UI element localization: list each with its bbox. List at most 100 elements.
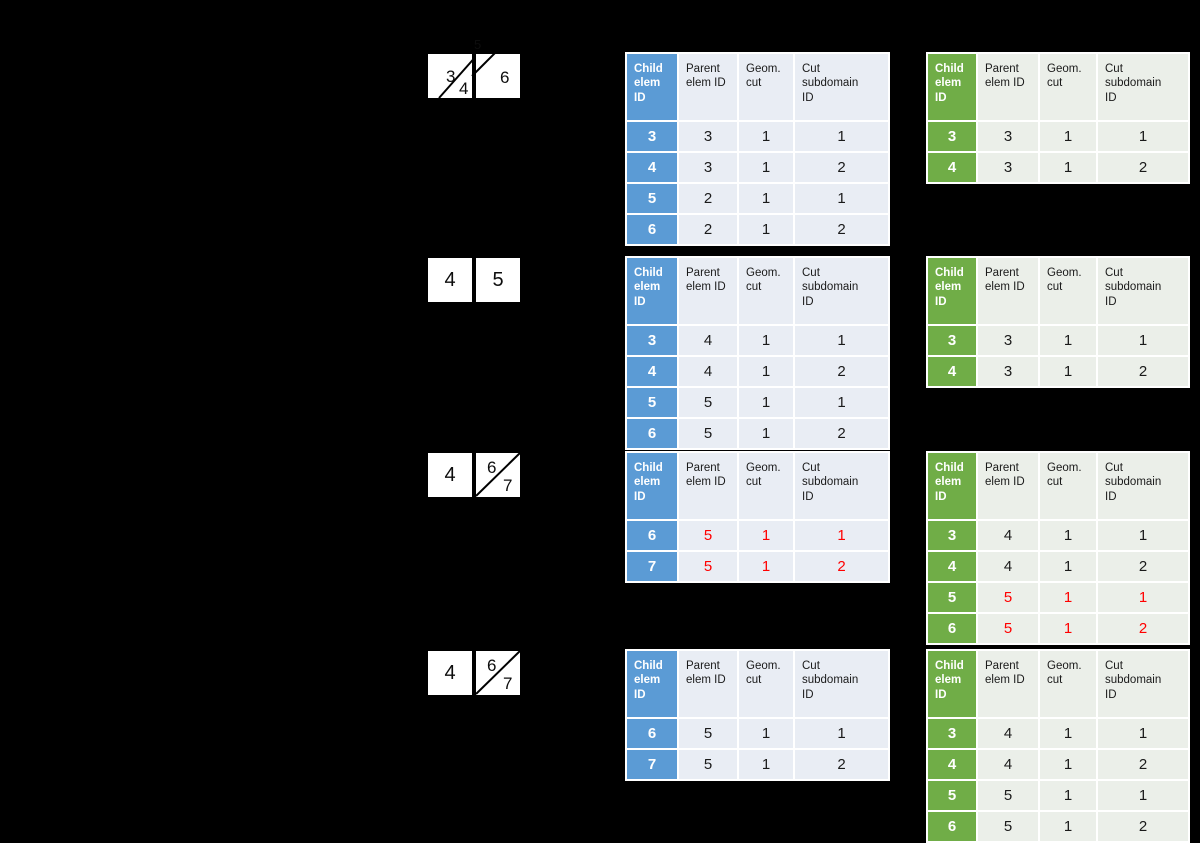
cell-value: 5 xyxy=(947,589,957,606)
cell-geom: 1 xyxy=(738,551,795,583)
cell-geom: 1 xyxy=(738,520,795,552)
cell-value: 2 xyxy=(1138,620,1148,637)
element-id-label: 3 xyxy=(446,67,456,86)
cell-value: 1 xyxy=(1063,620,1073,637)
cell-geom: 1 xyxy=(738,387,795,419)
cell-value: 3 xyxy=(647,128,657,145)
cell-geom: 1 xyxy=(1039,718,1098,750)
cell-value: 2 xyxy=(837,756,846,773)
cell-child: 3 xyxy=(927,718,978,750)
cell-value: 5 xyxy=(703,425,713,442)
cell-value: 3 xyxy=(703,128,713,145)
cell-value: 1 xyxy=(1063,159,1073,176)
cell-child: 6 xyxy=(927,613,978,645)
cell-value: 1 xyxy=(761,394,771,411)
cell-value: 4 xyxy=(1003,725,1013,742)
cell-value: 7 xyxy=(647,756,657,773)
column-header-geom: Geom.cut xyxy=(1039,53,1098,122)
cell-geom: 1 xyxy=(1039,551,1098,583)
cell-child: 3 xyxy=(927,520,978,552)
column-header-geom: Geom.cut xyxy=(738,257,795,326)
element-id-label: 6 xyxy=(500,68,510,87)
cell-geom: 1 xyxy=(1039,121,1098,153)
cell-value: 2 xyxy=(1138,756,1148,773)
cell-value: 1 xyxy=(837,725,846,742)
cell-parent: 4 xyxy=(678,325,739,357)
cell-value: 7 xyxy=(647,558,657,575)
column-header-geom: Geom.cut xyxy=(1039,452,1098,521)
cell-parent: 2 xyxy=(678,183,739,215)
cell-value: 1 xyxy=(1138,725,1148,742)
cell-subdomain: 2 xyxy=(1097,152,1190,184)
cell-parent: 5 xyxy=(678,749,739,781)
cell-subdomain: 2 xyxy=(1097,551,1190,583)
table-row: 7 5 1 2 xyxy=(626,551,890,583)
cell-value: 1 xyxy=(761,221,771,238)
cell-value: 4 xyxy=(1003,558,1013,575)
cell-value: 4 xyxy=(647,159,657,176)
cell-value: 1 xyxy=(837,527,846,544)
cell-value: 1 xyxy=(1063,818,1073,835)
mesh-element-box-a: 4 xyxy=(428,651,472,695)
cell-value: 6 xyxy=(647,527,657,544)
column-header-geom: Geom.cut xyxy=(738,650,795,719)
cell-parent: 4 xyxy=(977,749,1040,781)
cell-value: 5 xyxy=(647,190,657,207)
cell-subdomain: 1 xyxy=(1097,582,1190,614)
cell-geom: 1 xyxy=(1039,582,1098,614)
cell-child: 5 xyxy=(626,183,679,215)
cell-geom: 1 xyxy=(1039,152,1098,184)
cell-geom: 1 xyxy=(1039,613,1098,645)
cell-value: 3 xyxy=(947,128,957,145)
cell-child: 4 xyxy=(927,749,978,781)
cell-subdomain: 1 xyxy=(1097,121,1190,153)
cell-child: 7 xyxy=(626,749,679,781)
element-id-label: 4 xyxy=(444,269,456,291)
cell-value: 2 xyxy=(837,159,846,176)
cell-value: 1 xyxy=(837,394,846,411)
mesh-element-box-a: 4 xyxy=(428,258,472,302)
cell-value: 1 xyxy=(837,190,846,207)
cell-value: 4 xyxy=(647,363,657,380)
cell-geom: 1 xyxy=(738,749,795,781)
cell-value: 1 xyxy=(1138,589,1148,606)
cell-child: 4 xyxy=(626,356,679,388)
cell-geom: 1 xyxy=(738,152,795,184)
cell-value: 1 xyxy=(1138,128,1148,145)
cell-subdomain: 2 xyxy=(1097,749,1190,781)
cell-value: 3 xyxy=(647,332,657,349)
cell-value: 5 xyxy=(703,394,713,411)
element-id-label: 7 xyxy=(503,674,513,693)
cell-subdomain: 2 xyxy=(794,749,890,781)
cell-value: 1 xyxy=(761,128,771,145)
cell-value: 5 xyxy=(703,558,713,575)
cell-value: 4 xyxy=(1003,527,1013,544)
cell-value: 1 xyxy=(1063,756,1073,773)
cell-value: 2 xyxy=(837,558,846,575)
cell-child: 6 xyxy=(927,811,978,843)
cell-value: 5 xyxy=(703,756,713,773)
cell-value: 1 xyxy=(1138,787,1148,804)
